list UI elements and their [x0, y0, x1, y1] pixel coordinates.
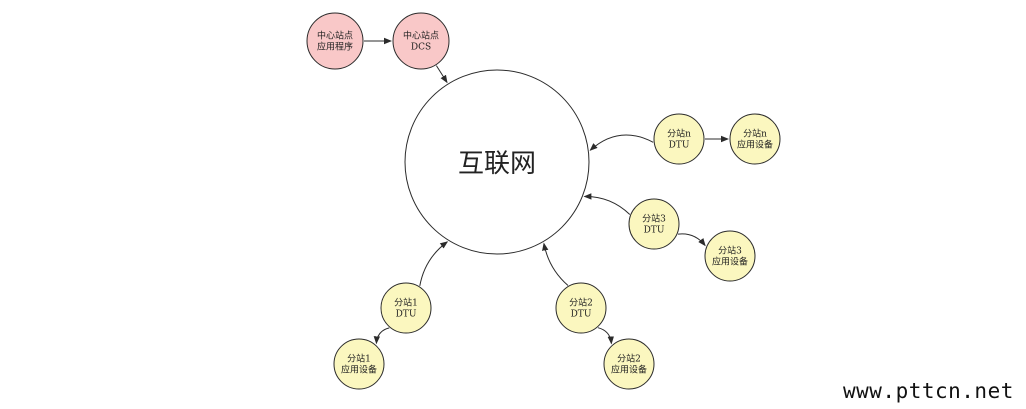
watermark: www.pttcn.net — [843, 379, 1014, 403]
arrow-dtu-1-to-internet — [419, 241, 449, 286]
node-circle-center-app — [306, 12, 364, 70]
node-circle-dev-1 — [333, 338, 385, 390]
internet-node: 互联网 — [404, 69, 590, 255]
arrow-dtu-n-to-internet — [589, 134, 654, 151]
node-circle-dtu-2 — [555, 282, 607, 334]
node-label-dev-1-line-2: 应用设备 — [341, 364, 377, 376]
node-circle-dev-2 — [603, 338, 655, 390]
node-label-dev-2-line-1: 分站2 — [617, 353, 641, 365]
connection-arrows — [364, 37, 729, 345]
node-label-center-dcs-line-2: DCS — [411, 43, 431, 53]
node-label-dev-n-line-1: 分站n — [743, 128, 767, 140]
node-label-dev-3-line-1: 分站3 — [718, 245, 742, 257]
node-label-dev-2-line-2: 应用设备 — [611, 364, 647, 376]
node-circle-dtu-3 — [628, 198, 680, 250]
node-circle-dtu-n — [653, 113, 705, 165]
node-label-center-app-line-1: 中心站点 — [317, 30, 353, 42]
node-label-dtu-n-line-2: DTU — [669, 141, 690, 151]
arrow-dtu-2-to-internet — [542, 242, 569, 286]
node-label-dtu-n-line-1: 分站n — [667, 128, 691, 140]
nodes: 中心站点应用程序中心站点DCS分站nDTU分站n应用设备分站3DTU分站3应用设… — [306, 12, 781, 390]
node-label-dtu-2-line-1: 分站2 — [569, 297, 593, 309]
node-label-dtu-1-line-2: DTU — [396, 310, 417, 320]
node-label-dtu-3-line-1: 分站3 — [642, 213, 666, 225]
node-label-dtu-2-line-2: DTU — [571, 310, 592, 320]
arrow-dtu-2-to-dev-2 — [597, 327, 614, 345]
node-label-dev-n-line-2: 应用设备 — [737, 139, 773, 151]
node-circle-center-dcs — [392, 12, 450, 70]
node-circle-dev-n — [729, 113, 781, 165]
node-label-center-dcs-line-1: 中心站点 — [403, 30, 439, 42]
arrow-dtu-3-to-internet — [583, 193, 631, 215]
arrow-dtu-3-to-dev-3 — [677, 233, 706, 247]
node-label-dev-3-line-2: 应用设备 — [712, 256, 748, 268]
node-label-dev-1-line-1: 分站1 — [347, 353, 371, 365]
arrow-center-dcs-to-internet — [435, 65, 448, 84]
arrow-dtu-1-to-dev-1 — [373, 327, 390, 345]
node-label-dtu-3-line-2: DTU — [644, 226, 665, 236]
node-circle-dev-3 — [704, 230, 756, 282]
node-label-dtu-1-line-1: 分站1 — [394, 297, 418, 309]
internet-circle — [404, 69, 590, 255]
internet-label: 互联网 — [458, 149, 536, 179]
node-circle-dtu-1 — [380, 282, 432, 334]
node-label-center-app-line-2: 应用程序 — [317, 41, 353, 53]
